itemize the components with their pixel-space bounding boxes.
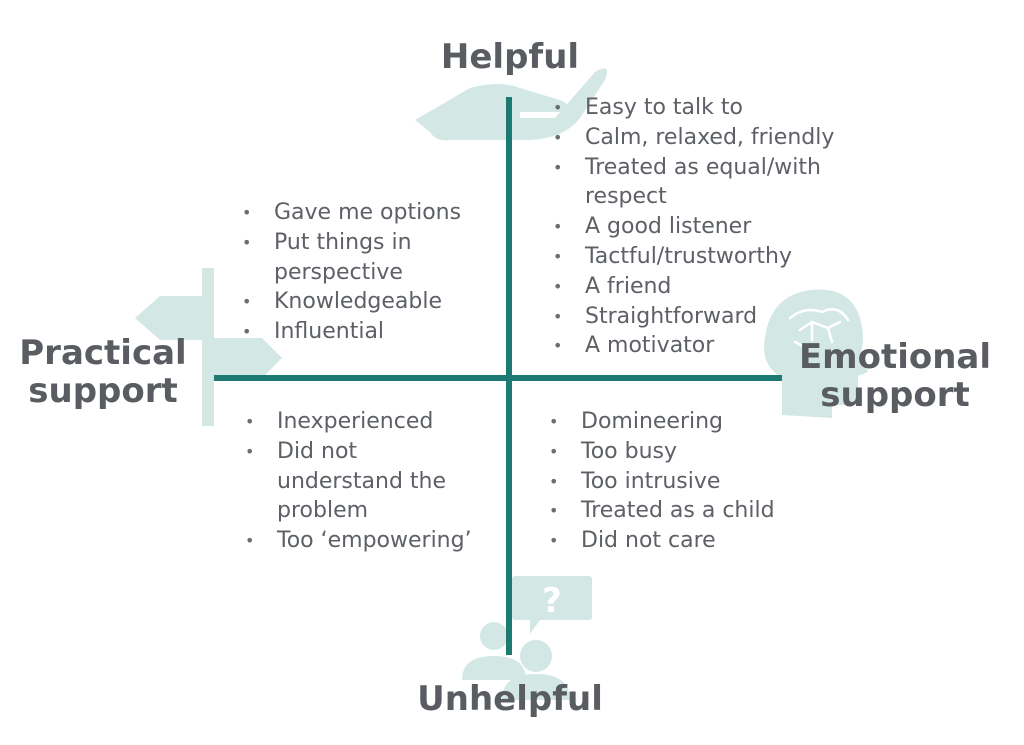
list-item: Knowledgeable bbox=[240, 287, 470, 317]
people-question-icon: ? bbox=[462, 576, 592, 700]
list-item: Did not care bbox=[547, 526, 827, 556]
list-item: A friend bbox=[551, 272, 841, 302]
axis-label-line: support bbox=[820, 375, 970, 416]
list-item: Did not understand the problem bbox=[243, 437, 483, 526]
list-item: Too intrusive bbox=[547, 467, 827, 497]
axis-label-line: Practical bbox=[19, 333, 187, 373]
list-item: A motivator bbox=[551, 331, 841, 361]
list-item: Too ‘empowering’ bbox=[243, 526, 483, 556]
axis-label-line: support bbox=[28, 371, 178, 412]
list-item: Influential bbox=[240, 317, 470, 347]
quadrant-unhelpful-emotional: Domineering Too busy Too intrusive Treat… bbox=[547, 407, 827, 556]
list-item: A good listener bbox=[551, 212, 841, 242]
quadrant-unhelpful-practical: Inexperienced Did not understand the pro… bbox=[243, 407, 483, 556]
list-item: Easy to talk to bbox=[551, 93, 841, 123]
list-item: Too busy bbox=[547, 437, 827, 467]
list-item: Gave me options bbox=[240, 198, 470, 228]
list-item: Straightforward bbox=[551, 302, 841, 332]
list-item: Put things in perspective bbox=[240, 228, 470, 288]
svg-text:?: ? bbox=[542, 581, 562, 621]
list-item: Calm, relaxed, friendly bbox=[551, 123, 841, 153]
list-item: Domineering bbox=[547, 407, 827, 437]
signpost-icon bbox=[135, 268, 282, 426]
list-item: Inexperienced bbox=[243, 407, 483, 437]
quadrant-helpful-practical: Gave me options Put things in perspectiv… bbox=[240, 198, 470, 347]
axis-label-helpful: Helpful bbox=[440, 37, 580, 77]
axis-label-practical-support: Practical support bbox=[8, 334, 198, 410]
axis-label-unhelpful: Unhelpful bbox=[417, 679, 603, 719]
list-item: Tactful/trustworthy bbox=[551, 242, 841, 272]
list-item: Treated as a child bbox=[547, 496, 827, 526]
quadrant-helpful-emotional: Easy to talk to Calm, relaxed, friendly … bbox=[551, 93, 841, 361]
list-item: Treated as equal/with respect bbox=[551, 153, 841, 213]
